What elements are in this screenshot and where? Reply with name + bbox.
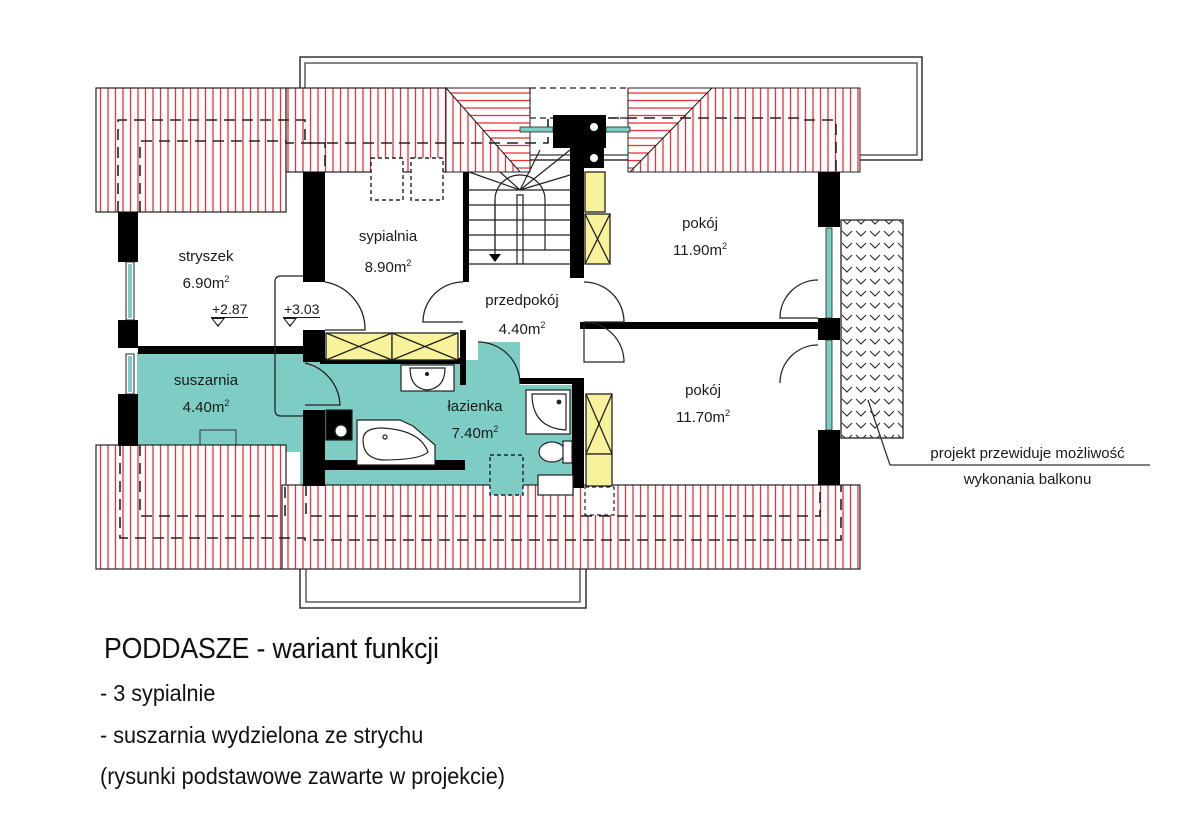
room-name: suszarnia — [173, 372, 239, 389]
room-label-pokoj-upper: pokój 11.90m2 — [673, 213, 727, 262]
room-area: 4.40m2 — [498, 320, 546, 338]
skylight-windows — [370, 157, 615, 516]
room-name: łazienka — [447, 398, 503, 415]
door-swings — [274, 275, 819, 417]
room-name: stryszek — [178, 248, 234, 265]
room-label-suszarnia: suszarnia 4.40m2 — [174, 370, 238, 419]
note-line-1: - 3 sypialnie — [100, 680, 216, 706]
balcony-leader-line — [867, 399, 1150, 466]
dashed-kneewall-lines — [117, 117, 842, 541]
room-area: 8.90m2 — [364, 258, 412, 276]
drawing-title: PODDASZE - wariant funkcji — [104, 633, 439, 665]
level-marker: +3.03 — [283, 302, 321, 327]
room-label-pokoj-lower: pokój 11.70m2 — [676, 380, 730, 429]
bottom-overhang-outline — [299, 567, 587, 609]
note-line-3: (rysunki podstawowe zawarte w projekcie) — [100, 763, 505, 789]
roof-hatch-bottom — [95, 444, 861, 570]
level-triangle-icon — [283, 318, 297, 327]
level-triangle-icon — [211, 318, 225, 327]
room-label-sypialnia: sypialnia 8.90m2 — [359, 226, 417, 279]
room-label-stryszek: stryszek 6.90m2 — [178, 246, 233, 295]
staircase — [468, 149, 571, 265]
room-area: 7.40m2 — [451, 424, 499, 442]
balcony-note: projekt przewiduje możliwość wykonania b… — [930, 445, 1125, 488]
room-name: sypialnia — [358, 228, 418, 245]
level-marker: +2.87 — [211, 302, 249, 327]
room-area: 11.70m2 — [676, 408, 730, 426]
room-name: pokój — [685, 382, 721, 399]
room-area: 11.90m2 — [673, 241, 727, 259]
chimney-flues — [584, 118, 604, 168]
bathroom-fixtures — [325, 364, 574, 496]
windows — [125, 126, 833, 431]
room-area: 4.40m2 — [182, 398, 230, 416]
room-label-lazienka: łazienka 7.40m2 — [447, 396, 502, 445]
stair-direction-arrow-icon — [489, 254, 501, 262]
room-label-przedpokoj: przedpokój 4.40m2 — [485, 290, 558, 341]
room-area: 6.90m2 — [182, 274, 230, 292]
room-name: przedpokój — [485, 292, 559, 309]
room-name: pokój — [682, 215, 718, 232]
wardrobes — [325, 171, 613, 487]
roof-hatch-top — [95, 86, 861, 213]
note-line-2: - suszarnia wydzielona ze strychu — [100, 722, 424, 748]
balcony-option-area — [840, 219, 904, 439]
